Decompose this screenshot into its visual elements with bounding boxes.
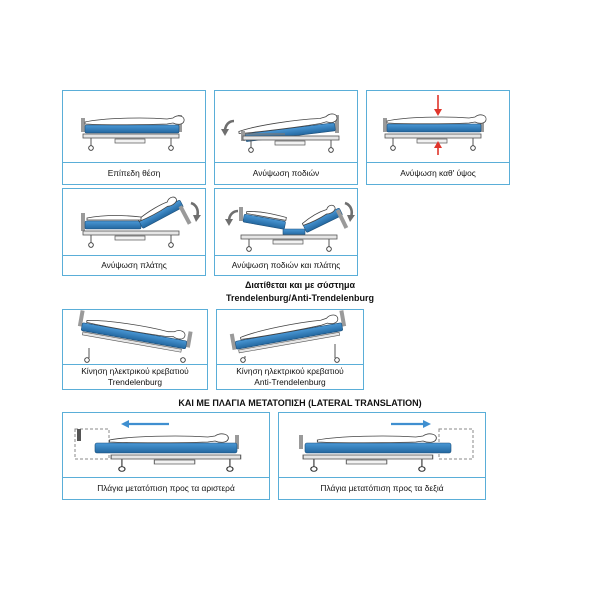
panel-feet-raise: Ανύψωση ποδιών [214, 90, 358, 185]
caption-text: Ανύψωση ποδιών [252, 168, 320, 178]
caption-back-raise: Ανύψωση πλάτης [63, 255, 205, 275]
panel-feet-and-back-raise: Ανύψωση ποδιών και πλάτης [214, 188, 358, 276]
caption-text: Πλάγια μετατόπιση προς τα αριστερά [97, 483, 235, 493]
caption-height-raise: Ανύψωση καθ' ύψος [367, 162, 509, 184]
caption-text: Πλάγια μετατόπιση προς τα δεξιά [320, 483, 444, 493]
caption-line-2: Trendelenburg [107, 377, 163, 387]
back-raise-illustration [63, 189, 205, 257]
left-arrow-icon [121, 420, 169, 428]
caption-text: Ανύψωση ποδιών και πλάτης [231, 260, 341, 270]
panel-height-raise: Ανύψωση καθ' ύψος [366, 90, 510, 185]
trendelenburg-heading: Διατίθεται και με σύστημα Trendelenburg/… [0, 279, 600, 305]
caption-text: Ανύψωση πλάτης [101, 260, 167, 270]
heading-line-2: Trendelenburg/Anti-Trendelenburg [225, 293, 374, 303]
height-raise-illustration [367, 91, 509, 163]
caption-lateral-left: Πλάγια μετατόπιση προς τα αριστερά [63, 477, 269, 499]
caption-trendelenburg: Κίνηση ηλεκτρικού κρεβατιού Trendelenbur… [63, 364, 207, 389]
caption-anti-trendelenburg: Κίνηση ηλεκτρικού κρεβατιού Anti-Trendel… [217, 364, 363, 389]
rotate-arrow-icon [219, 119, 236, 138]
panel-trendelenburg: Κίνηση ηλεκτρικού κρεβατιού Trendelenbur… [62, 309, 208, 390]
caption-line-1: Κίνηση ηλεκτρικού κρεβατιού [81, 366, 189, 376]
panel-anti-trendelenburg: Κίνηση ηλεκτρικού κρεβατιού Anti-Trendel… [216, 309, 364, 390]
caption-feet-raise: Ανύψωση ποδιών [215, 162, 357, 184]
panel-lateral-left: Πλάγια μετατόπιση προς τα αριστερά [62, 412, 270, 500]
caption-line-2: Anti-Trendelenburg [254, 377, 326, 387]
caption-flat-position: Επίπεδη θέση [63, 162, 205, 184]
lateral-right-illustration [279, 413, 485, 479]
rotate-arrow-icon [190, 201, 201, 222]
rotate-arrow-left-icon [223, 209, 240, 228]
heading-text: ΚΑΙ ΜΕ ΠΛΑΓΙΑ ΜΕΤΑΤΟΠΙΣΗ (LATERAL TRANSL… [178, 398, 422, 408]
caption-text: Ανύψωση καθ' ύψος [400, 168, 476, 178]
rotate-arrow-right-icon [344, 201, 355, 222]
panel-back-raise: Ανύψωση πλάτης [62, 188, 206, 276]
caption-feet-and-back-raise: Ανύψωση ποδιών και πλάτης [215, 255, 357, 275]
caption-text: Επίπεδη θέση [107, 168, 161, 178]
panel-lateral-right: Πλάγια μετατόπιση προς τα δεξιά [278, 412, 486, 500]
panel-flat-position: Επίπεδη θέση [62, 90, 206, 185]
right-arrow-icon [391, 420, 431, 428]
caption-line-1: Κίνηση ηλεκτρικού κρεβατιού [236, 366, 344, 376]
trendelenburg-illustration [63, 310, 207, 366]
down-arrow-icon [434, 95, 442, 116]
anti-trendelenburg-illustration [217, 310, 363, 366]
flat-bed-illustration [63, 91, 205, 163]
lateral-translation-heading: ΚΑΙ ΜΕ ΠΛΑΓΙΑ ΜΕΤΑΤΟΠΙΣΗ (LATERAL TRANSL… [0, 397, 600, 410]
lateral-left-illustration [63, 413, 269, 479]
caption-lateral-right: Πλάγια μετατόπιση προς τα δεξιά [279, 477, 485, 499]
feet-raise-illustration [215, 91, 357, 163]
feet-and-back-raise-illustration [215, 189, 357, 257]
heading-line-1: Διατίθεται και με σύστημα [244, 280, 356, 290]
up-arrow-icon [434, 141, 442, 155]
